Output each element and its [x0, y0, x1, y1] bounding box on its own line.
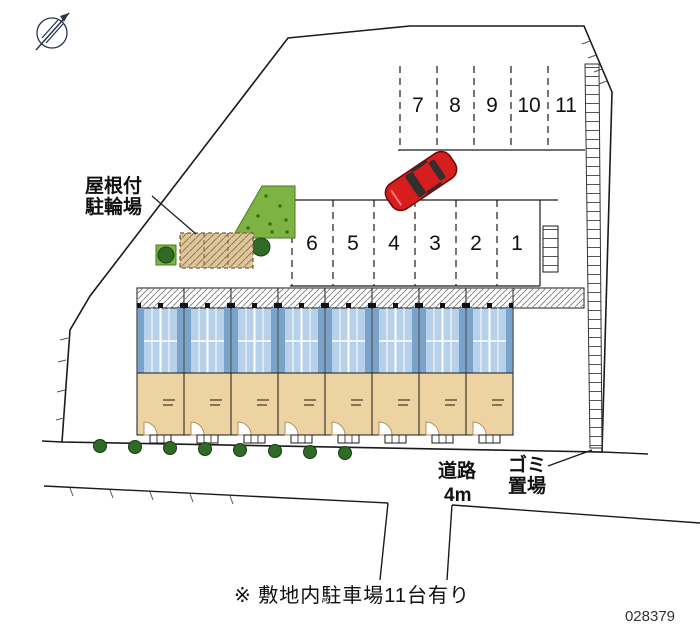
- road-bottom-left-edge: [43, 485, 389, 504]
- parking-stall-number: 11: [555, 94, 577, 117]
- building-unit: [418, 287, 467, 444]
- compass-icon: [35, 12, 70, 51]
- parking-row-middle: 6 5 4 3 2 1: [290, 199, 559, 287]
- building-unit: [183, 287, 232, 444]
- building-unit: [465, 287, 514, 444]
- site-note: ※ 敷地内駐車場11台有り: [234, 584, 470, 607]
- tree-icon: [338, 446, 352, 460]
- building-unit: [324, 287, 373, 444]
- tree-icon: [157, 246, 175, 264]
- green-areas: [155, 185, 296, 266]
- parking-stall-number: 10: [517, 94, 540, 117]
- road-label-line1: 道路: [438, 459, 477, 482]
- garbage-leader-line: [547, 449, 593, 467]
- tree-icon: [233, 443, 247, 457]
- tree-icon: [163, 441, 177, 455]
- building-unit: [277, 287, 326, 444]
- parking-stall-number: 7: [412, 94, 424, 117]
- building-unit: [230, 287, 279, 444]
- parking-stall-number: 6: [306, 232, 318, 255]
- plan-number: 028379: [625, 608, 675, 625]
- parking-stall-number: 5: [347, 232, 359, 255]
- parking-stall-number: 4: [388, 232, 400, 255]
- road-stub-left-edge: [379, 502, 389, 581]
- bike-parking-label-line2: 駐輪場: [85, 195, 142, 218]
- road-ticks: [69, 487, 234, 505]
- bike-parking-area: [179, 232, 254, 269]
- road-bottom-right-edge: [451, 504, 700, 524]
- car-icon: [384, 150, 458, 212]
- garbage-label-line1: ゴミ: [508, 453, 546, 476]
- tree-icon: [128, 440, 142, 454]
- shrub-row: [93, 439, 352, 460]
- parking-stall-number: 8: [449, 94, 461, 117]
- parking-stall-number: 1: [511, 232, 523, 255]
- parking-stall-number: 2: [470, 232, 482, 255]
- parking-row-top: 7 8 9 10 11: [398, 66, 585, 151]
- tree-icon: [268, 444, 282, 458]
- road-label-line2: 4m: [444, 485, 471, 506]
- tree-icon: [93, 439, 107, 453]
- tree-icon: [303, 445, 317, 459]
- parking-stall-number: 9: [486, 94, 498, 117]
- road: [41, 440, 700, 581]
- tree-icon: [198, 442, 212, 456]
- road-stub-right-edge: [446, 504, 453, 581]
- tree-icon: [251, 237, 271, 257]
- building-unit: [136, 287, 185, 444]
- garbage-label-line2: 置場: [508, 475, 546, 497]
- road-top-edge-ext: [41, 440, 649, 455]
- building: [136, 287, 585, 444]
- entry-steps: [542, 225, 559, 273]
- grass-patch: [231, 185, 296, 239]
- parking-stall-number: 3: [429, 232, 441, 255]
- boundary-ticks: [55, 40, 608, 421]
- bike-parking-leader-line: [151, 195, 197, 235]
- bike-parking-label-line1: 屋根付: [85, 174, 142, 197]
- east-wall-strip: [584, 63, 603, 449]
- building-unit: [371, 287, 420, 444]
